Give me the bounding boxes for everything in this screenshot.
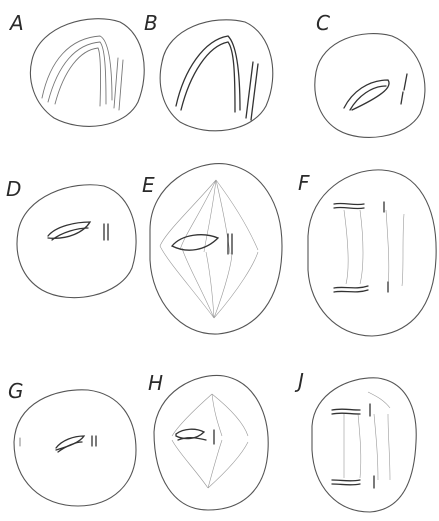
panel-f: F xyxy=(298,170,436,336)
panel-d: D xyxy=(6,177,136,298)
spindle-j xyxy=(344,392,390,480)
panel-label-d: D xyxy=(6,177,21,201)
panel-c: C xyxy=(315,11,425,137)
chromosomes-j xyxy=(332,404,374,488)
spindle-h xyxy=(172,394,248,488)
panel-g: G xyxy=(8,379,136,506)
panel-b: B xyxy=(144,11,273,131)
chromosomes-e xyxy=(172,234,232,254)
cell-outline-f xyxy=(308,170,436,336)
chromosomes-h xyxy=(176,429,214,444)
spindle-e xyxy=(160,180,258,318)
cell-outline-g xyxy=(14,390,136,506)
panel-label-g: G xyxy=(8,379,24,403)
spindle-f xyxy=(344,210,404,286)
chromosomes-b xyxy=(176,36,258,120)
panel-j: J xyxy=(294,369,416,512)
cell-outline-e xyxy=(150,164,282,335)
panel-h: H xyxy=(148,371,268,510)
panel-label-f: F xyxy=(298,171,310,195)
cell-outline-b xyxy=(160,20,273,131)
panel-label-h: H xyxy=(148,371,163,395)
panel-label-j: J xyxy=(294,369,304,393)
panel-a: A xyxy=(8,11,144,126)
cell-outline-c xyxy=(315,34,425,138)
chromosomes-d xyxy=(48,222,108,240)
cell-outline-d xyxy=(17,185,136,298)
panel-label-a: A xyxy=(8,11,24,35)
panel-e: E xyxy=(142,164,282,335)
chromosomes-g xyxy=(20,436,96,452)
chromosomes-c xyxy=(344,74,407,110)
chromosomes-a xyxy=(42,36,123,110)
cell-outline-a xyxy=(30,19,144,127)
panel-label-b: B xyxy=(144,11,158,35)
panel-label-c: C xyxy=(316,11,330,35)
cell-outline-h xyxy=(154,375,268,510)
cell-outline-j xyxy=(312,378,416,512)
panel-label-e: E xyxy=(142,173,155,197)
